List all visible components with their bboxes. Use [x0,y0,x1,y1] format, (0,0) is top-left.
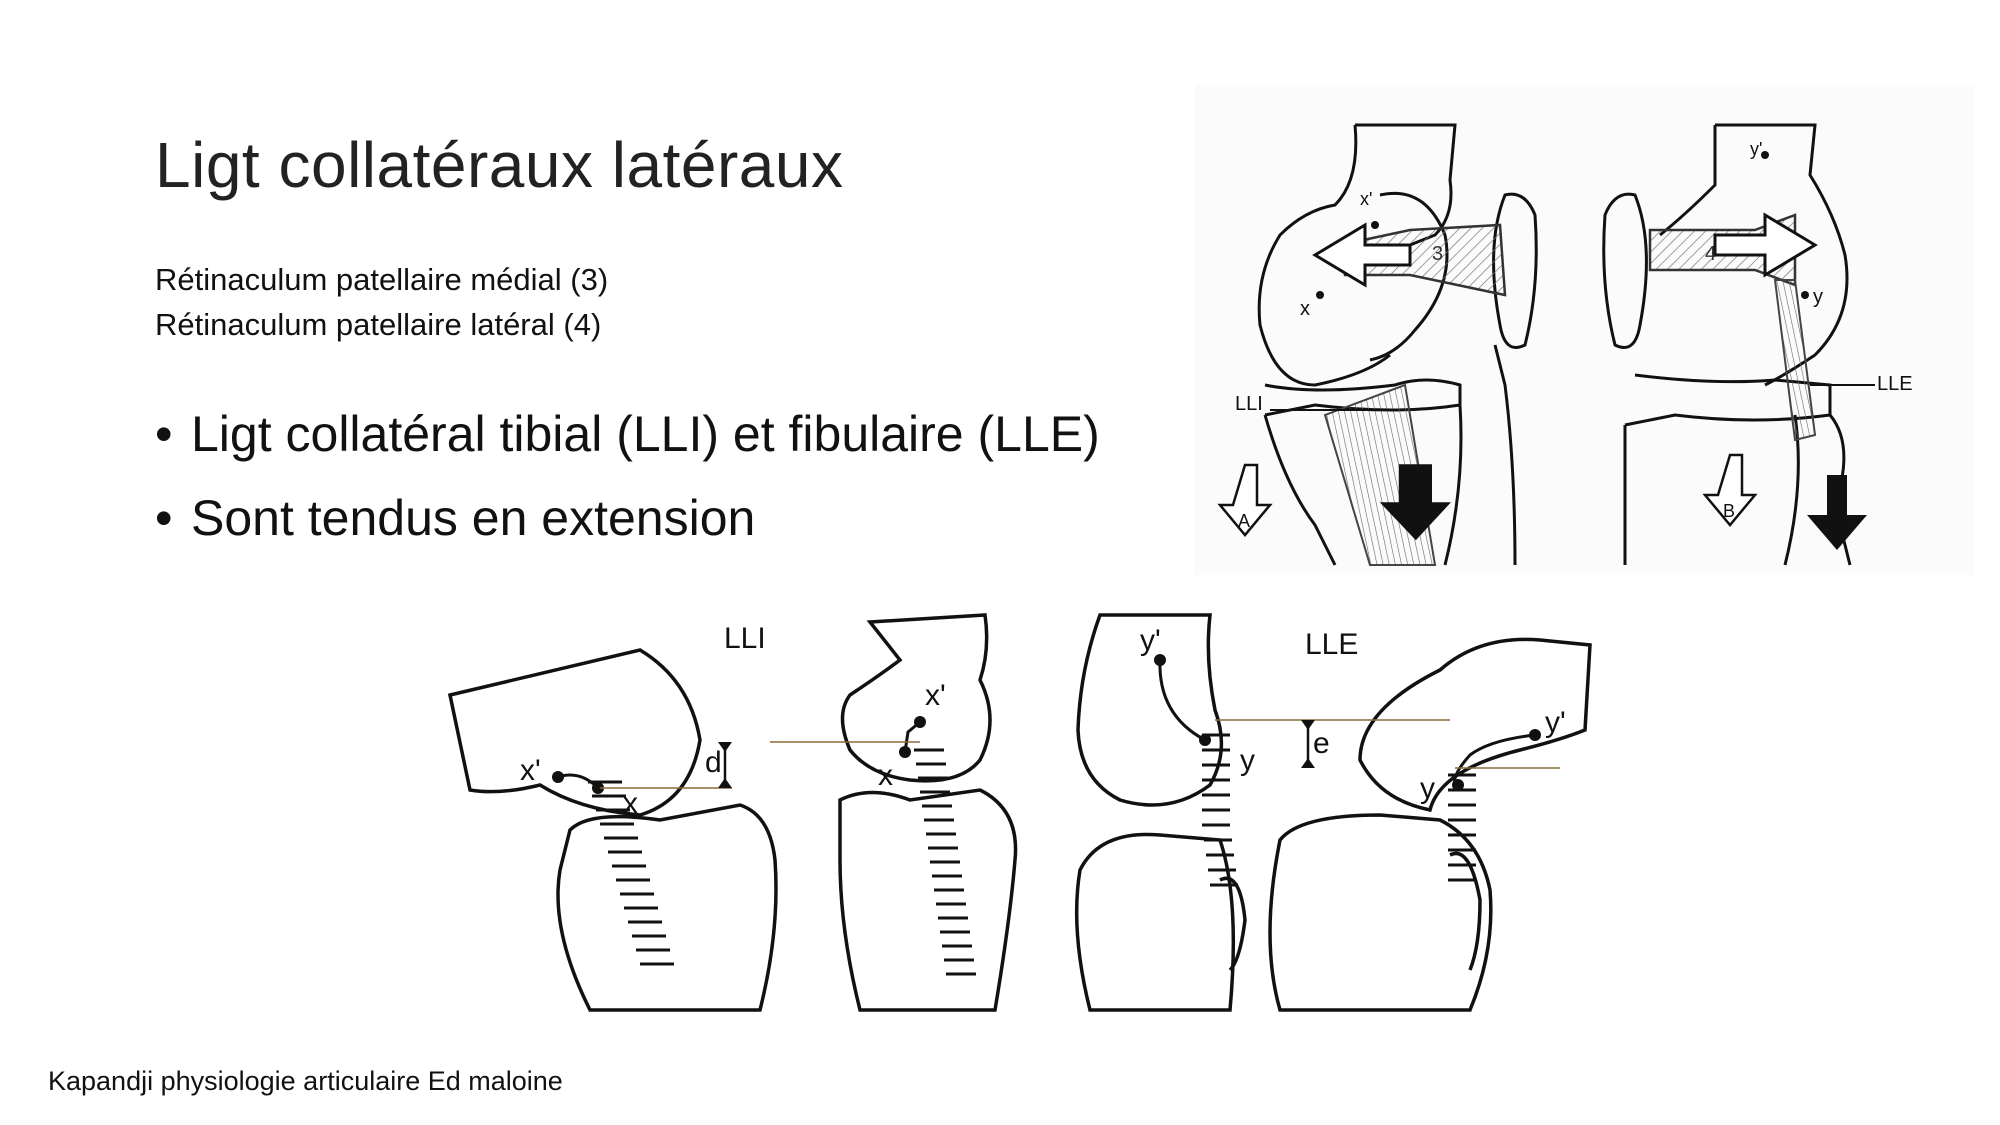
bullet-dot-icon: • [155,406,173,462]
label-yp-small: y' [1750,139,1762,159]
lle-label: LLE [1305,628,1359,661]
retinaculum-medial-text: Rétinaculum patellaire médial (3) [155,262,609,297]
label-xp-small: x' [1360,189,1372,209]
label-x-small: x [1300,298,1310,320]
knee-retinacula-drawing: LLI 3 x x' A LLE 4 y y' B [1195,85,1975,575]
slide-title: Ligt collatéraux latéraux [155,129,844,201]
ligament-tension-figure: d e x' x x' x y' y y' y [440,600,1620,1020]
label-lli-small: LLI [1235,393,1263,415]
tibia-lle-extension [1074,832,1236,1012]
gap-d-label: d [705,746,722,779]
down-arrow-outline-icon [1217,463,1273,537]
gap-e-label: e [1313,727,1330,760]
label-lle-small: LLE [1877,373,1913,395]
label-3: 3 [1432,243,1443,265]
lle-ligament-shape [1773,279,1817,442]
label-a-corner: A [1238,511,1250,531]
retinaculum-lateral-text: Rétinaculum patellaire latéral (4) [155,307,602,342]
lli-label: LLI [724,622,766,655]
femur-lli-extension [840,613,992,783]
tibia-lli-flexion [556,803,778,1012]
label-yp-left: y' [1140,624,1161,657]
down-arrow-outline-icon-b [1702,453,1758,527]
double-arrow-icon [1312,222,1412,288]
bullet-item: • Sont tendus en extension [155,476,1100,560]
knee-retinacula-figure: LLI 3 x x' A LLE 4 y y' B [1195,85,1975,575]
label-4: 4 [1705,243,1716,265]
label-y-right: y [1420,772,1435,805]
label-yp-right: y' [1545,706,1566,739]
bullet-text: Ligt collatéral tibial (LLI) et fibulair… [191,406,1100,462]
bullet-list: • Ligt collatéral tibial (LLI) et fibulai… [155,392,1100,560]
label-y-small: y [1813,286,1823,308]
right-arrow-icon [1713,212,1818,278]
tibia-lli-extension [838,788,1018,1012]
bullet-item: • Ligt collatéral tibial (LLI) et fibulai… [155,392,1100,476]
label-xp-right: x' [925,679,946,712]
tibia-lle-flexion [1268,813,1493,1012]
lli-ligament-hatch [588,748,976,976]
label-y-left: y [1240,744,1255,777]
bullet-dot-icon: • [155,490,173,546]
down-arrow-black-icon-b [1807,475,1867,550]
label-xp-left: x' [520,754,541,787]
label-x-right: x [878,759,893,792]
femur-lle-extension [1076,613,1224,807]
femur-lli-flexion [447,648,702,817]
label-b-corner: B [1723,501,1735,521]
down-arrow-black-icon [1379,464,1451,541]
retinaculum-3-shape [1338,223,1507,297]
source-credit: Kapandji physiologie articulaire Ed malo… [48,1066,563,1096]
panel-b [1602,123,1852,566]
bullet-text: Sont tendus en extension [191,490,756,546]
label-x-left: x [623,787,638,820]
ligament-tension-drawing: d e x' x x' x y' y y' y [447,613,1592,1012]
